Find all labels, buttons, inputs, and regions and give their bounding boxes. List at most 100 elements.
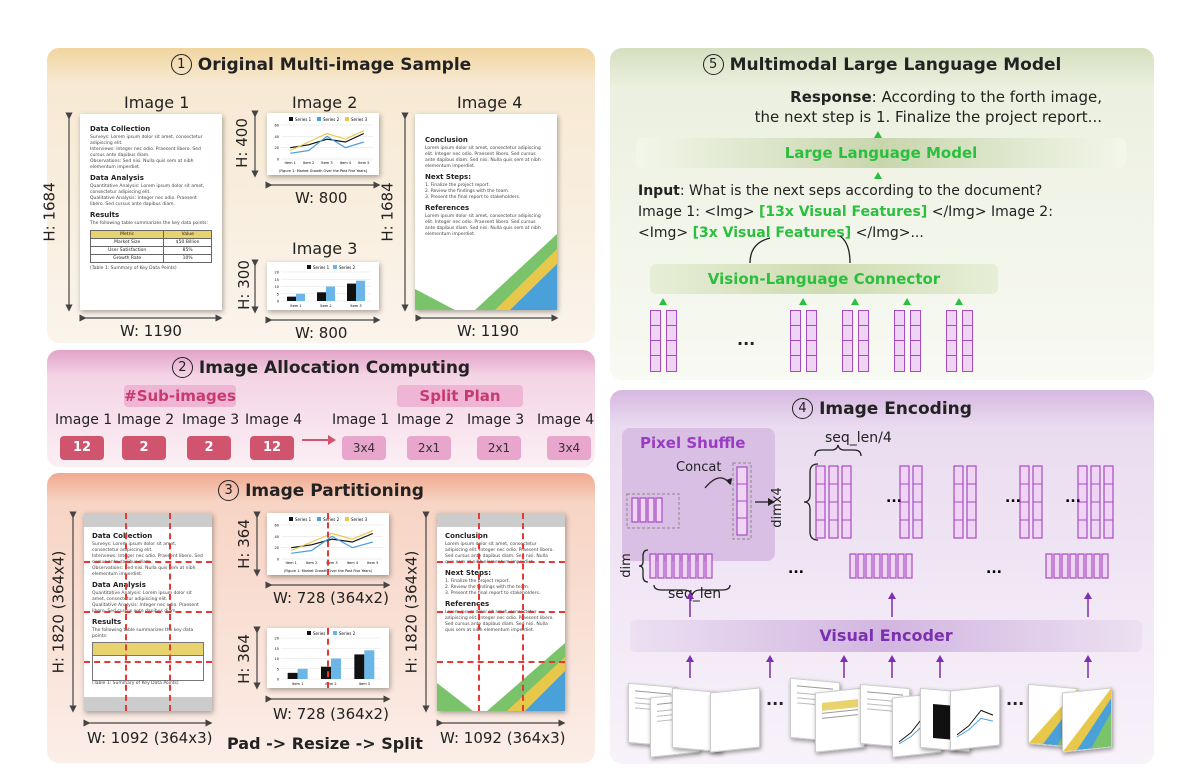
legend-swatch — [345, 517, 349, 521]
y-tick-label: 20 — [275, 546, 279, 550]
image2-label: Image 2 — [292, 93, 358, 112]
feature-token — [857, 553, 865, 579]
partitioned-image4: Conclusion Lorem ipsum dolor sit amet, c… — [437, 513, 565, 711]
partition3-height: H: 364 — [234, 634, 253, 684]
sub-image-count: 12 — [60, 436, 104, 460]
sub-image-count: 12 — [250, 436, 294, 460]
legend-swatch — [333, 631, 337, 635]
feature-token — [681, 553, 689, 579]
legend-swatch — [333, 265, 337, 269]
x-tick-label: Item 1 — [290, 304, 301, 308]
split-plan-tag: Split Plan — [397, 385, 523, 407]
feature-token — [665, 553, 673, 579]
visual-feature-column — [790, 310, 801, 372]
sub-image-thumbnail — [710, 687, 760, 753]
legend-swatch — [317, 117, 321, 121]
partition1-width: W: 1092 (364x3) — [87, 729, 213, 747]
bar — [317, 292, 326, 301]
x-tick-label: Item 2 — [306, 561, 317, 565]
image3-width: W: 800 — [295, 324, 348, 342]
partition2-width: W: 728 (364x2) — [273, 589, 389, 607]
feature-token — [1032, 465, 1043, 539]
feature-token — [828, 465, 839, 539]
partitioned-image1: Data Collection Surveys: Lorem ipsum dol… — [84, 513, 212, 711]
dim-brace — [638, 549, 649, 583]
image2-height: H: 400 — [232, 118, 251, 168]
legend-label: Series 1 — [313, 265, 330, 270]
visual-feature-column — [650, 310, 661, 372]
partition4-height: H: 1820 (364x4) — [402, 550, 421, 674]
feature-token — [912, 465, 923, 539]
image3-label: Image 3 — [292, 239, 358, 258]
connector-arrow-icon — [955, 298, 963, 305]
bar — [364, 650, 375, 679]
visual-feature-column — [946, 310, 957, 372]
feature-token — [639, 497, 647, 523]
concat-label: Concat — [676, 460, 722, 475]
series-line — [290, 132, 365, 149]
sub-image-thumbnail — [815, 687, 865, 753]
legend-label: Series 1 — [295, 517, 312, 522]
y-tick-label: 10 — [275, 285, 279, 289]
plan-image-label: Image 3 — [467, 412, 525, 428]
y-tick-label: 0 — [277, 558, 279, 562]
feature-token — [1053, 553, 1061, 579]
bar — [356, 280, 365, 301]
bar — [287, 672, 298, 679]
y-tick-label: 40 — [275, 135, 279, 139]
image1-dimension-arrows — [65, 110, 559, 324]
x-tick-label: Item 5 — [358, 161, 369, 165]
legend-swatch — [307, 265, 311, 269]
feature-token — [631, 497, 639, 523]
series-line — [289, 130, 365, 152]
bar — [321, 666, 331, 679]
feature-token — [899, 465, 910, 539]
feature-token — [1019, 465, 1030, 539]
image4-label: Image 4 — [457, 93, 523, 112]
x-tick-label: Item 5 — [367, 561, 378, 565]
feature-token — [881, 553, 889, 579]
partition1-height: H: 1820 (364x4) — [49, 550, 68, 674]
feature-token — [905, 553, 913, 579]
visual-feature-column — [894, 310, 905, 372]
feature-token — [841, 465, 852, 539]
ellipsis: ... — [788, 561, 804, 577]
x-tick-label: Item 2 — [325, 682, 336, 686]
partition-pipeline-caption: Pad -> Resize -> Split — [227, 734, 423, 753]
feature-token — [655, 497, 663, 523]
visual-feature-column — [910, 310, 921, 372]
input-text: Input: What is the next seps according t… — [638, 183, 1053, 241]
concat-arrow-icon — [704, 477, 731, 489]
y-tick-label: 0 — [277, 678, 279, 682]
allocation-arrow-icon — [302, 435, 336, 445]
split-plan-value: 3x4 — [547, 436, 591, 460]
legend-label: Series 2 — [323, 117, 340, 122]
feature-token — [966, 465, 977, 539]
ellipsis: ... — [1065, 490, 1081, 506]
legend-label: Series 2 — [323, 517, 340, 522]
llm-output-arrow — [874, 131, 882, 138]
ellipsis: ... — [766, 690, 785, 709]
ellipsis: ... — [1005, 490, 1021, 506]
split-plan-value: 3x4 — [342, 436, 386, 460]
feature-arrows — [749, 235, 851, 264]
bar — [347, 283, 356, 301]
feature-token — [1085, 553, 1093, 579]
y-tick-label: 40 — [275, 535, 279, 539]
feature-token — [865, 553, 873, 579]
x-tick-label: Item 1 — [285, 161, 296, 165]
response-text: Response: According to the forth image, … — [754, 88, 1102, 126]
image4-decoration — [415, 234, 557, 310]
legend-swatch — [307, 631, 311, 635]
partition3-width: W: 728 (364x2) — [273, 705, 389, 723]
visual-feature-column — [858, 310, 869, 372]
feature-token — [689, 553, 697, 579]
split-plan-value: 2x1 — [407, 436, 451, 460]
y-tick-label: 60 — [275, 524, 279, 528]
